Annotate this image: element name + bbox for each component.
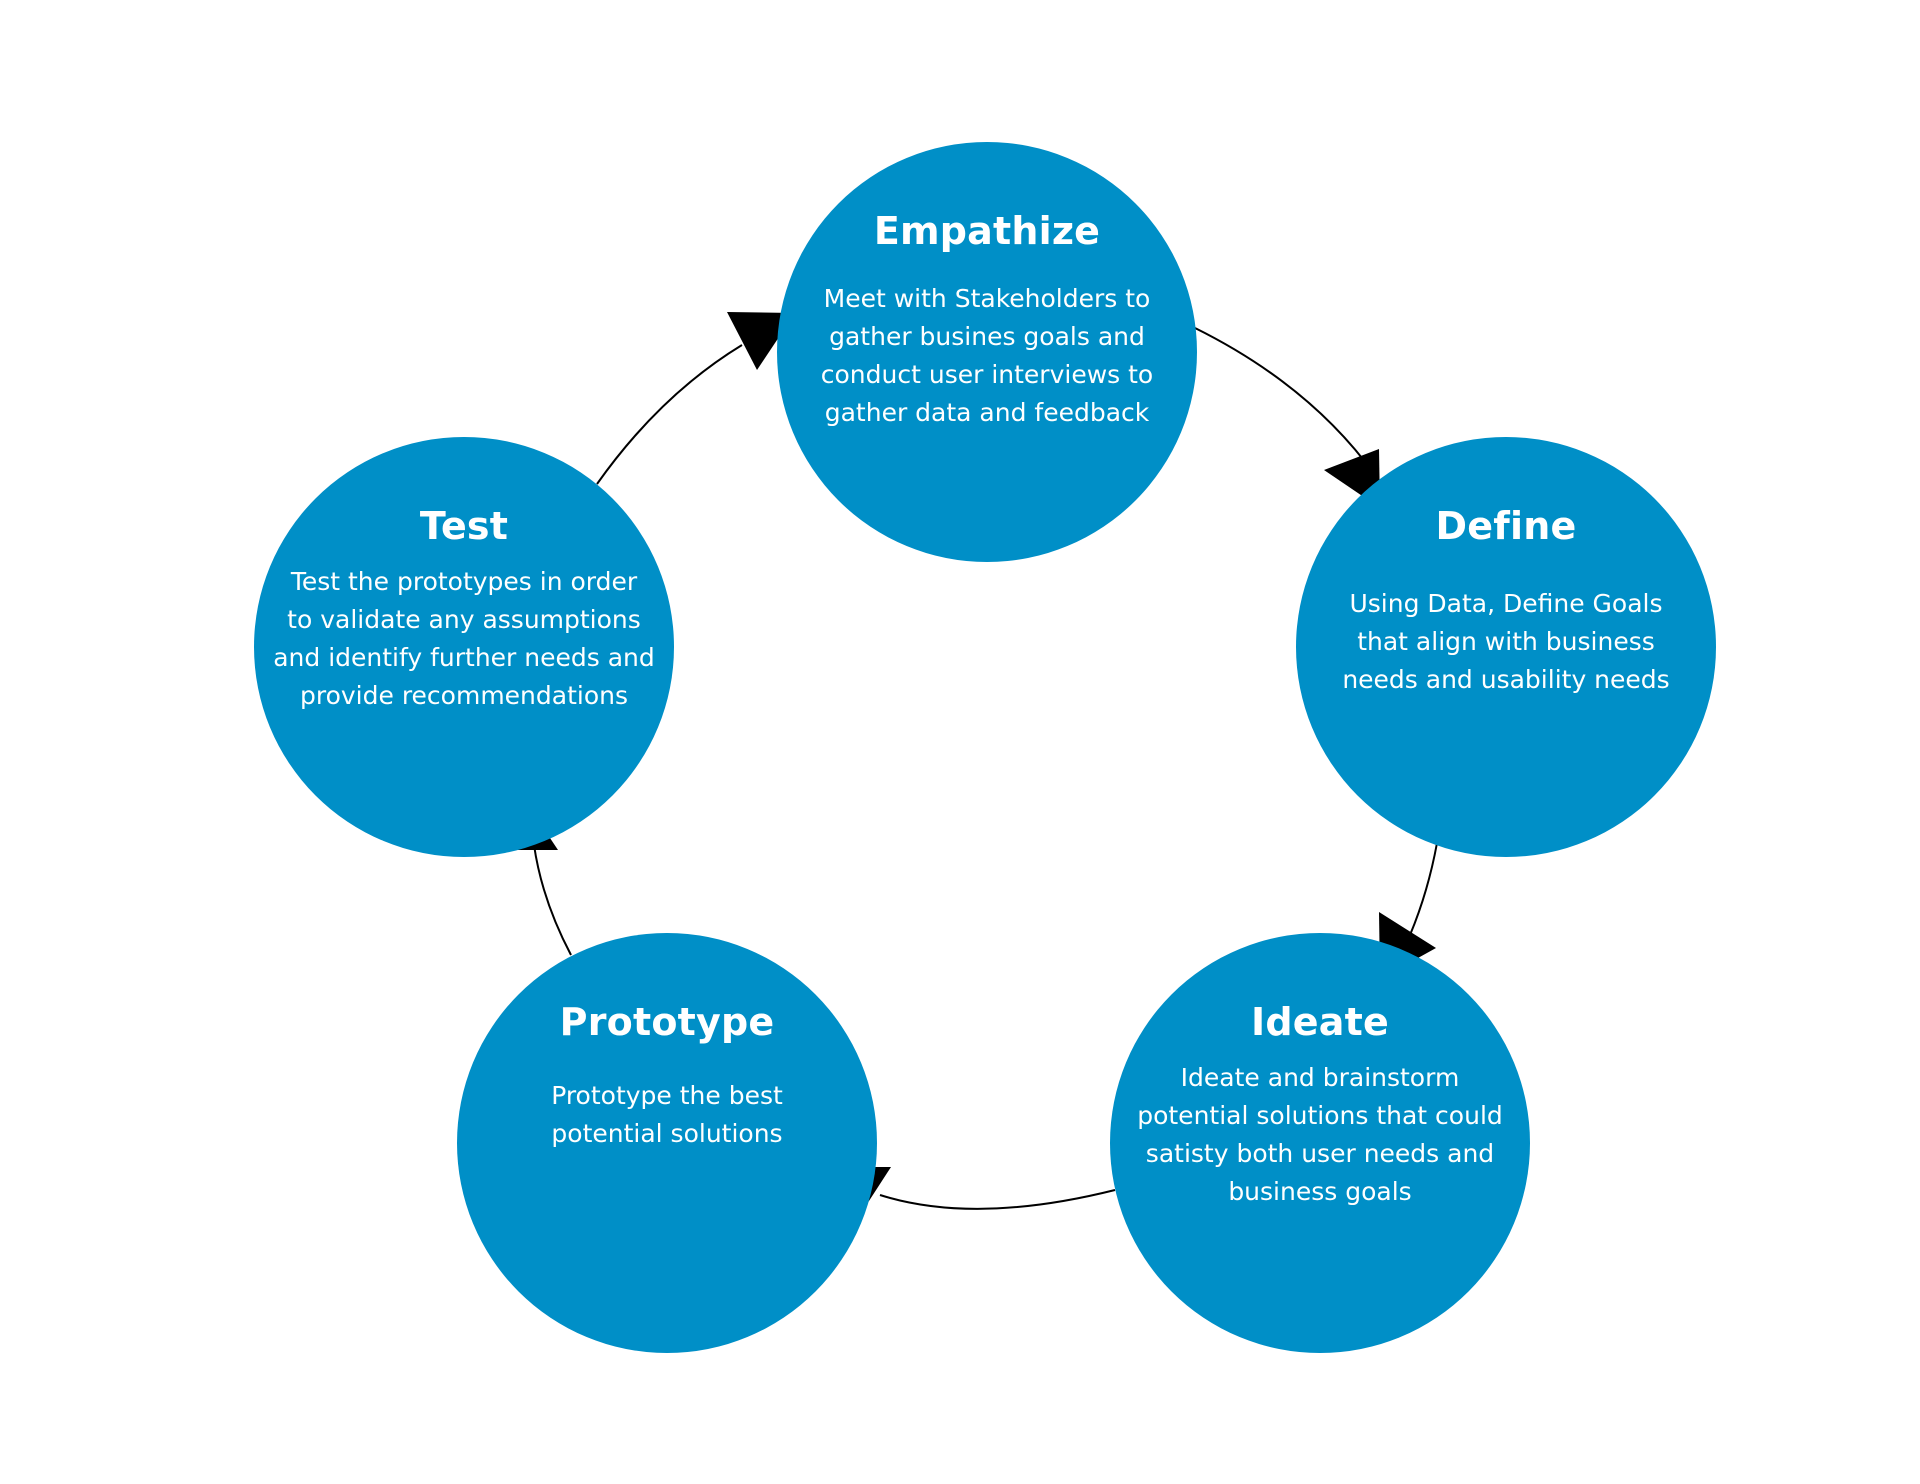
stage-title-ideate: Ideate <box>1251 1000 1389 1044</box>
stage-define: Define Using Data, Define Goals that ali… <box>1296 437 1716 857</box>
connector-test-to-empathize <box>596 344 743 485</box>
stage-description-ideate: Ideate and brainstorm potential solution… <box>1137 1063 1503 1206</box>
stage-description-prototype: Prototype the best potential solutions <box>551 1081 783 1148</box>
connector-prototype-to-test <box>533 844 572 956</box>
stage-title-empathize: Empathize <box>873 209 1101 253</box>
connector-ideate-to-prototype <box>879 1189 1116 1210</box>
stage-empathize: Empathize Meet with Stakeholders to gath… <box>777 142 1197 562</box>
connector-define-to-ideate <box>1409 842 1438 936</box>
stage-ideate: Ideate Ideate and brainstorm potential s… <box>1110 933 1530 1353</box>
stage-title-define: Define <box>1435 504 1577 548</box>
connector-empathize-to-define <box>1194 327 1376 476</box>
stage-title-prototype: Prototype <box>559 1000 775 1044</box>
stage-test: Test Test the prototypes in order to val… <box>254 437 674 857</box>
stage-description-empathize: Meet with Stakeholders to gather busines… <box>820 284 1154 427</box>
stage-description-test: Test the prototypes in order to validate… <box>273 567 655 710</box>
stage-title-test: Test <box>419 504 509 548</box>
stage-prototype: Prototype Prototype the best potential s… <box>457 933 877 1353</box>
stage-description-define: Using Data, Define Goals that align with… <box>1342 589 1670 694</box>
